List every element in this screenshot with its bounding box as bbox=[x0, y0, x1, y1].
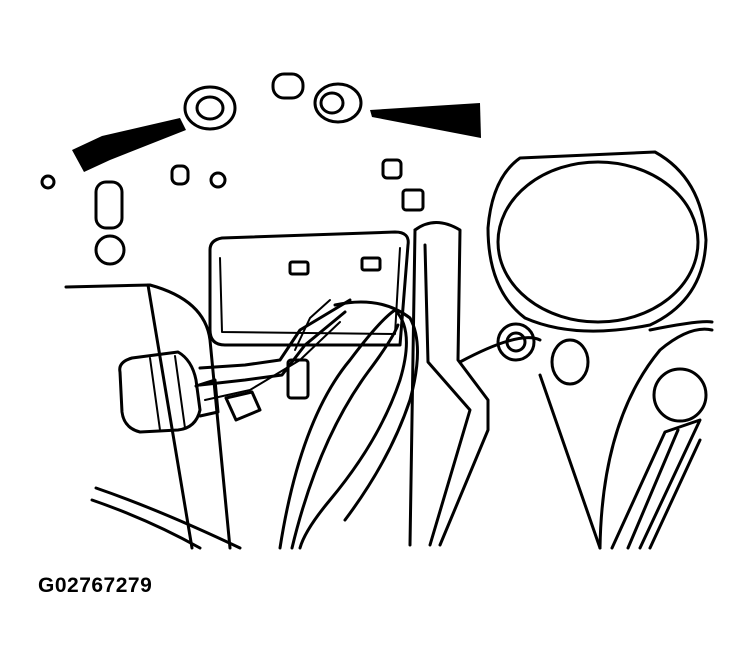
panel-holes bbox=[40, 72, 425, 266]
left-arrow bbox=[72, 118, 186, 172]
speaker-opening bbox=[486, 150, 708, 333]
door-frame bbox=[64, 221, 714, 550]
component-diagram bbox=[40, 72, 714, 550]
figure-id-label: G02767279 bbox=[38, 574, 153, 597]
left-mounting-bolt bbox=[183, 85, 237, 131]
right-arrow bbox=[370, 103, 481, 138]
right-mounting-bolt bbox=[313, 82, 363, 124]
lower-hole bbox=[550, 338, 590, 386]
panel-recess bbox=[208, 230, 410, 347]
wiring-harness bbox=[198, 298, 419, 550]
harness-connector bbox=[118, 350, 310, 434]
regulator-rail bbox=[598, 327, 714, 550]
